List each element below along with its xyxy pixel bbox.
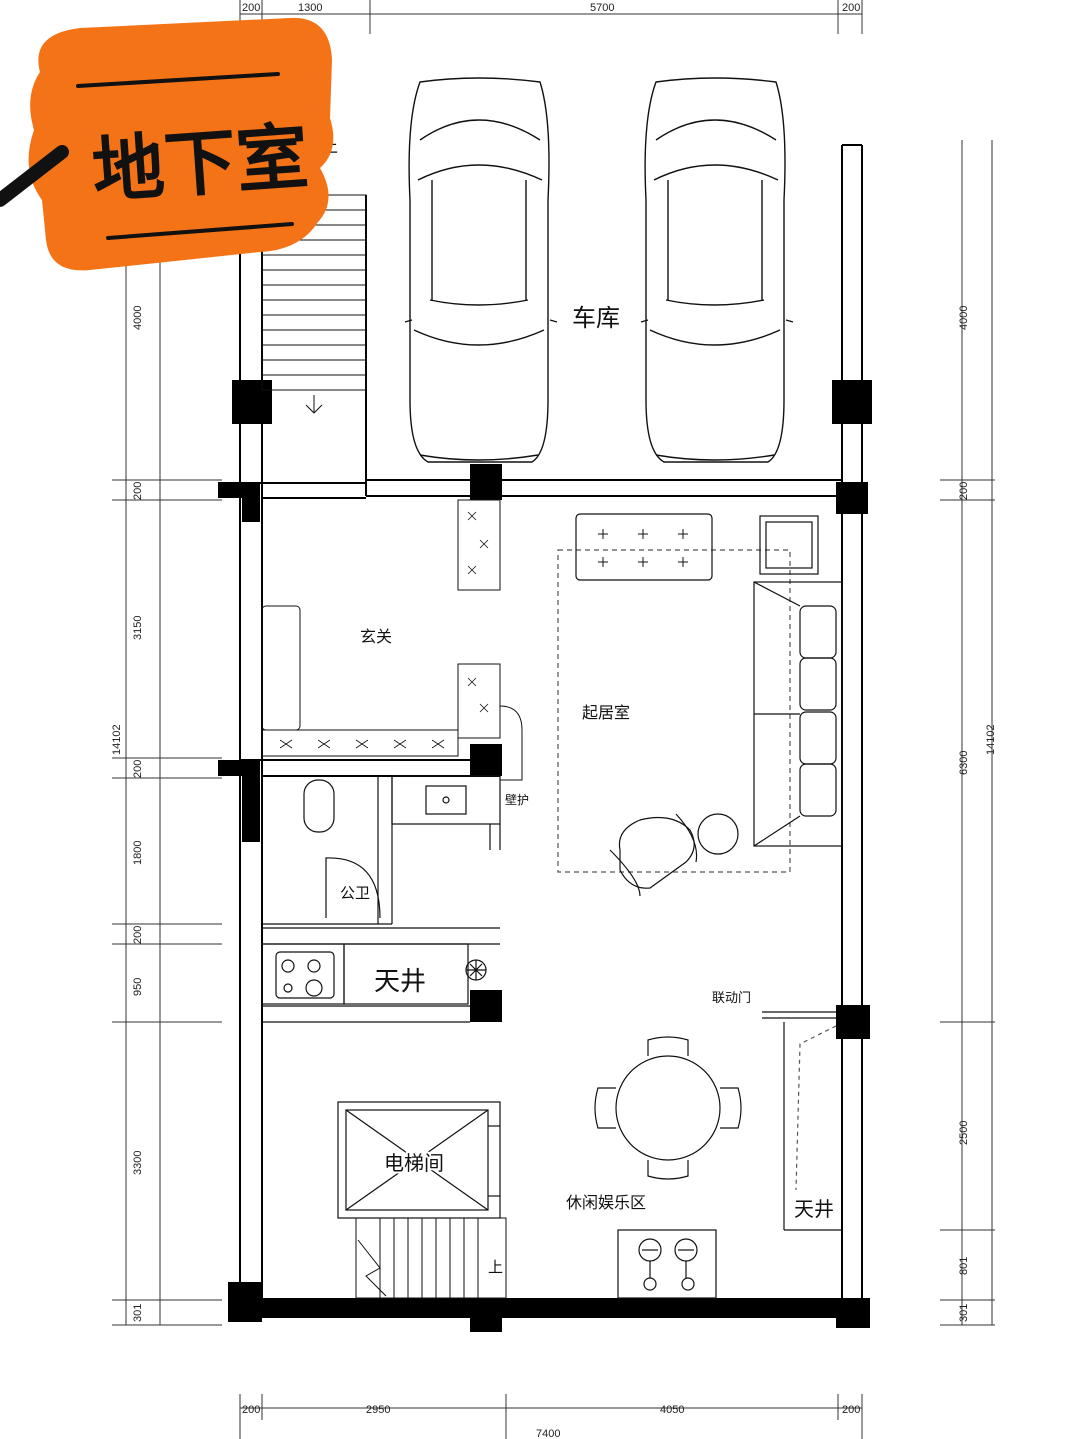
right-dimension-line: [940, 140, 995, 1326]
car-left: [404, 77, 558, 463]
left-dimension-line: [112, 140, 222, 1326]
entrance-label: 玄关: [360, 627, 392, 646]
entrance-cabinet-marks: [279, 511, 489, 749]
dim-bottom-total: 7400: [536, 1428, 560, 1439]
dim-right-3: 6300: [958, 751, 970, 775]
water-heaters: [617, 1229, 717, 1299]
dim-bottom-1: 200: [242, 1404, 260, 1416]
dim-top-1: 200: [242, 2, 260, 14]
dim-right-4: 2500: [958, 1121, 970, 1145]
living-room-label: 起居室: [582, 703, 630, 722]
dim-left-7: 950: [132, 978, 144, 996]
dim-right-6: 301: [958, 1304, 970, 1322]
toilet-area: [262, 775, 501, 925]
dim-left-2: 200: [132, 482, 144, 500]
dim-right-1: 4000: [958, 306, 970, 330]
dim-left-9: 301: [132, 1304, 144, 1322]
garage-label: 车库: [572, 304, 620, 332]
bottom-wall: [228, 1298, 868, 1318]
dim-left-total: 14102: [111, 724, 123, 755]
dim-top-3: 5700: [590, 2, 614, 14]
dim-left-4: 200: [132, 760, 144, 778]
dim-left-5: 1800: [132, 841, 144, 865]
leisure-label: 休闲娱乐区: [566, 1193, 646, 1212]
top-dimension-line: [239, 0, 863, 34]
staircase-top: [261, 194, 367, 414]
table-marks: [598, 529, 688, 567]
staircase-bottom: [355, 1217, 507, 1299]
skylight-right-label: 天井: [794, 1197, 834, 1221]
structural-columns: [218, 380, 872, 1332]
skylight-left-label: 天井: [374, 967, 426, 997]
dim-left-3: 3150: [132, 616, 144, 640]
dim-bottom-2: 2950: [366, 1404, 390, 1416]
kitchen-counter: [261, 927, 500, 1023]
dim-right-5: 801: [958, 1257, 970, 1275]
dim-bottom-3: 4050: [660, 1404, 684, 1416]
dim-right-2: 200: [958, 482, 970, 500]
entrance-furniture: [261, 499, 523, 781]
dim-top-2: 1300: [298, 2, 322, 14]
elevator-label: 电梯间: [384, 1151, 444, 1175]
bottom-dimension-line: [239, 1394, 863, 1439]
dim-bottom-4: 200: [842, 1404, 860, 1416]
dim-left-1: 4000: [132, 306, 144, 330]
linked-door-label: 联动门: [712, 991, 751, 1006]
wall-guard-label: 壁护: [505, 792, 529, 807]
stair-up-label-bottom: 上: [488, 1258, 503, 1276]
banner-title: 地下室: [90, 114, 311, 213]
toilet-label: 公卫: [340, 884, 370, 902]
dim-right-total: 14102: [985, 724, 997, 755]
living-room-furniture: [557, 513, 843, 897]
dim-top-4: 200: [842, 2, 860, 14]
right-skylight: [762, 1011, 842, 1231]
dim-left-8: 3300: [132, 1151, 144, 1175]
dim-left-6: 200: [132, 926, 144, 944]
dining-set: [594, 1036, 742, 1180]
outer-walls: [239, 144, 863, 1300]
car-right: [640, 77, 794, 463]
title-banner: 地下室: [0, 17, 334, 271]
